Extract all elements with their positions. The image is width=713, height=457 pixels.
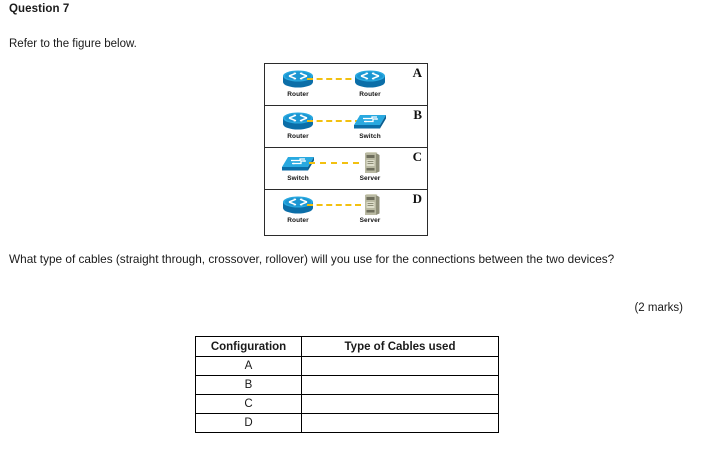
cell-cable-answer[interactable] bbox=[301, 356, 499, 376]
refer-instruction: Refer to the figure below. bbox=[9, 38, 137, 50]
device-node-right: Switch bbox=[343, 110, 397, 140]
device-label: Switch bbox=[359, 133, 381, 140]
router-icon bbox=[271, 68, 325, 90]
cell-configuration: D bbox=[195, 413, 302, 433]
figure-row-b: B Router bbox=[265, 106, 427, 148]
table-row: C bbox=[195, 394, 499, 414]
server-icon bbox=[343, 194, 397, 216]
table-header-row: Configuration Type of Cables used bbox=[195, 336, 499, 357]
device-node-left: Router bbox=[271, 110, 325, 140]
server-icon bbox=[343, 152, 397, 174]
answer-table: Configuration Type of Cables used A B C … bbox=[195, 336, 499, 433]
switch-icon bbox=[343, 110, 397, 132]
device-label: Router bbox=[287, 217, 309, 224]
figure-row-letter: B bbox=[413, 107, 422, 122]
table-row: B bbox=[195, 375, 499, 395]
figure-row-letter: D bbox=[412, 191, 422, 206]
figure-row-a: A Router bbox=[265, 64, 427, 106]
device-label: Router bbox=[287, 91, 309, 98]
cell-cable-answer[interactable] bbox=[301, 413, 499, 433]
column-header-cable-type: Type of Cables used bbox=[301, 336, 499, 357]
cell-cable-answer[interactable] bbox=[301, 375, 499, 395]
connection-link bbox=[307, 204, 361, 206]
device-node-left: Router bbox=[271, 194, 325, 224]
connection-link bbox=[307, 120, 361, 122]
figure-row-d: D Router bbox=[265, 190, 427, 232]
device-node-right: Server bbox=[343, 152, 397, 182]
column-header-configuration: Configuration bbox=[195, 336, 302, 357]
figure-row-c: C Switch bbox=[265, 148, 427, 190]
cell-configuration: B bbox=[195, 375, 302, 395]
network-configuration-figure: A Router bbox=[264, 63, 428, 236]
router-icon bbox=[271, 194, 325, 216]
figure-row-letter: C bbox=[412, 149, 422, 164]
router-icon bbox=[343, 68, 397, 90]
table-row: A bbox=[195, 356, 499, 376]
device-label: Server bbox=[359, 175, 381, 182]
table-row: D bbox=[195, 413, 499, 433]
question-prompt: What type of cables (straight through, c… bbox=[9, 252, 615, 266]
router-icon bbox=[271, 110, 325, 132]
cell-configuration: C bbox=[195, 394, 302, 414]
device-node-right: Server bbox=[343, 194, 397, 224]
device-label: Router bbox=[287, 133, 309, 140]
page-title: Question 7 bbox=[9, 3, 70, 15]
connection-link bbox=[307, 78, 361, 80]
device-label: Server bbox=[359, 217, 381, 224]
device-node-left: Router bbox=[271, 68, 325, 98]
cell-cable-answer[interactable] bbox=[301, 394, 499, 414]
figure-row-letter: A bbox=[412, 65, 422, 80]
marks-label: (2 marks) bbox=[634, 302, 683, 314]
device-label: Switch bbox=[287, 175, 309, 182]
device-node-left: Switch bbox=[271, 152, 325, 182]
device-label: Router bbox=[359, 91, 381, 98]
cell-configuration: A bbox=[195, 356, 302, 376]
device-node-right: Router bbox=[343, 68, 397, 98]
connection-link bbox=[309, 162, 359, 164]
switch-icon bbox=[271, 152, 325, 174]
